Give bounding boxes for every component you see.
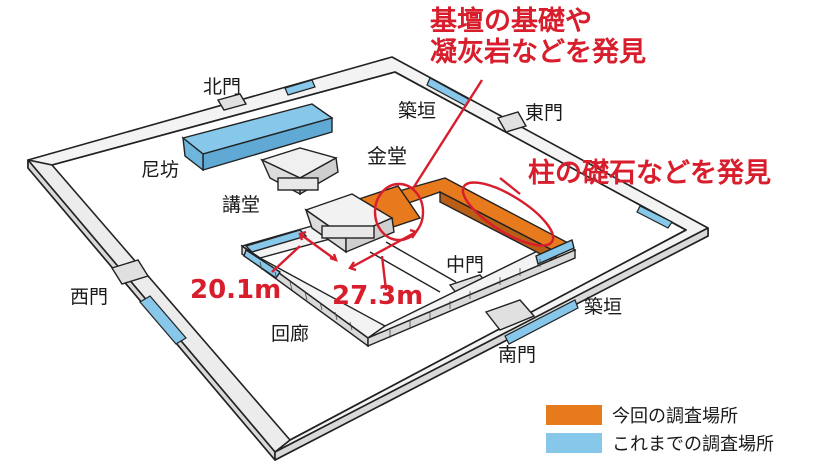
legend-label-past: これまでの調査場所: [612, 434, 774, 455]
past-survey-north-wall: [284, 79, 316, 96]
label-wall-north: 築垣: [398, 100, 437, 122]
gate-south: [484, 299, 536, 331]
width-leader: [271, 245, 301, 273]
gate-west: [110, 259, 150, 285]
past-survey-corridor-southeast: [535, 239, 575, 265]
label-east-gate: 東門: [525, 102, 564, 124]
annotation-pillar: 柱の礎石などを発見: [528, 158, 771, 189]
legend-swatch-orange: [546, 405, 602, 425]
legend: 今回の調査場所 これまでの調査場所: [546, 401, 774, 457]
nunnery-building: [181, 103, 334, 172]
past-survey-corridor-southwest: [243, 248, 281, 279]
label-north-gate: 北門: [203, 76, 242, 98]
label-west-gate: 西門: [70, 286, 109, 308]
legend-swatch-blue: [546, 433, 602, 453]
label-nunnery: 尼坊: [141, 159, 180, 181]
label-middle-gate: 中門: [446, 254, 485, 276]
legend-item-past: これまでの調査場所: [546, 429, 774, 457]
past-survey-south-wall: [504, 299, 579, 345]
annotation-marks: [271, 79, 555, 291]
past-survey-southwest-wall: [139, 295, 187, 345]
label-south-gate: 南門: [498, 344, 537, 366]
pillar-pointer: [499, 177, 521, 195]
past-survey-corridor-west: [244, 229, 308, 253]
label-lecture-hall: 講堂: [222, 194, 261, 216]
golden-hall-building: [304, 185, 422, 254]
gate-east: [496, 111, 528, 133]
length-arrow: [349, 230, 417, 270]
gate-north: [216, 93, 248, 111]
legend-item-current: 今回の調査場所: [546, 401, 774, 429]
annotation-foundation: 基壇の基礎や 凝灰岩などを発見: [430, 6, 646, 68]
dimension-length: 27.3m: [332, 281, 424, 311]
length-leader: [380, 255, 388, 291]
legend-label-current: 今回の調査場所: [612, 406, 738, 427]
width-arrow: [299, 233, 337, 261]
label-golden-hall: 金堂: [367, 144, 407, 168]
past-survey-east-wall: [636, 205, 673, 229]
label-wall-south: 築垣: [584, 296, 623, 318]
lecture-hall-building: [260, 147, 339, 196]
pillar-highlight: [461, 181, 555, 247]
annotation-foundation-line1: 基壇の基礎や: [430, 6, 592, 37]
annotation-foundation-line2: 凝灰岩などを発見: [430, 37, 646, 69]
dimension-width: 20.1m: [190, 275, 282, 305]
label-corridor: 回廊: [271, 323, 310, 345]
foundation-pointer: [410, 79, 484, 191]
